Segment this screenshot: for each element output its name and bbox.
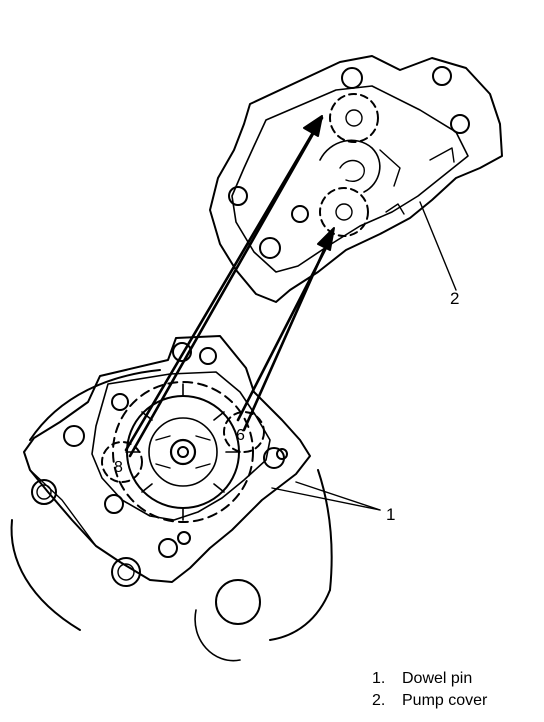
pump-housing bbox=[10, 335, 333, 662]
legend-number: 2. bbox=[372, 692, 386, 709]
gear-mark-6: 6 bbox=[236, 427, 245, 444]
legend-number: 1. bbox=[372, 670, 386, 687]
pump-cover bbox=[209, 55, 503, 303]
alignment-arrows bbox=[124, 116, 334, 458]
leader-line-1a bbox=[295, 481, 381, 511]
dowel-pin-right bbox=[223, 411, 265, 453]
leader-line-1b bbox=[271, 487, 381, 511]
arrowhead-lower bbox=[317, 227, 335, 251]
legend-item-pump-cover: 2. Pump cover bbox=[372, 690, 487, 712]
dowel-pin-left bbox=[101, 441, 143, 483]
legend-label: Dowel pin bbox=[402, 670, 473, 687]
callout-2: 2 bbox=[450, 289, 460, 308]
leader-line-2 bbox=[419, 201, 457, 291]
gear-mark-8: 8 bbox=[114, 459, 123, 476]
legend-item-dowel-pin: 1. Dowel pin bbox=[372, 668, 487, 690]
legend-label: Pump cover bbox=[402, 692, 488, 709]
arrowhead-upper bbox=[303, 115, 323, 137]
legend: 1. Dowel pin 2. Pump cover bbox=[372, 668, 487, 712]
gear-set bbox=[112, 381, 254, 523]
callout-1: 1 bbox=[386, 505, 396, 524]
